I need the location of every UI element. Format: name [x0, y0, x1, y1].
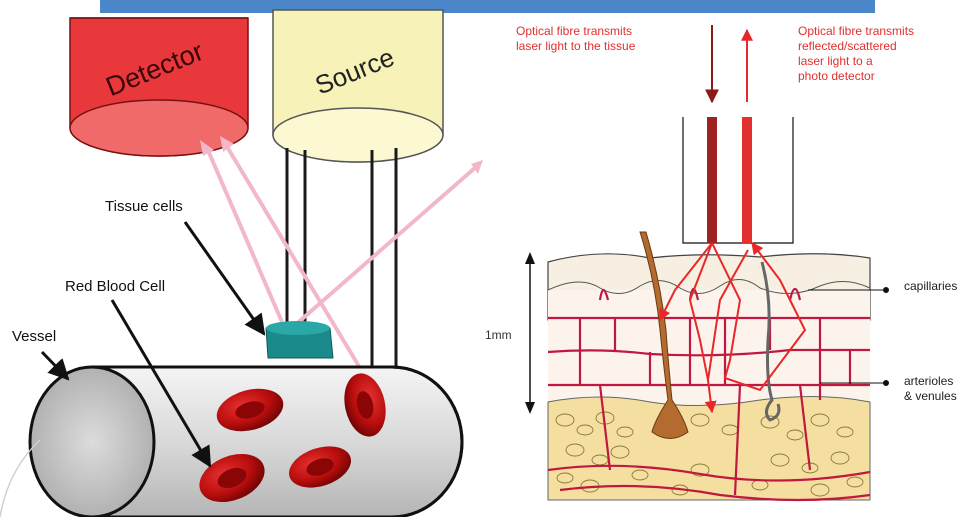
detector-cylinder: Detector — [70, 18, 248, 156]
header-bar — [100, 0, 875, 13]
capillaries-label: capillaries — [904, 279, 957, 293]
fibre-in-caption: Optical fibre transmits laser light to t… — [516, 24, 636, 53]
fibre-out — [742, 117, 752, 243]
vessel-label: Vessel — [12, 328, 56, 345]
vessel-pointer — [42, 352, 68, 379]
depth-label: 1mm — [485, 328, 512, 342]
tissue-cells-label: Tissue cells — [105, 198, 183, 215]
scattered-light-rays — [200, 136, 483, 378]
tissue-cell — [266, 321, 333, 358]
tissue-cells-pointer — [185, 222, 264, 334]
probe-housing — [683, 117, 793, 243]
source-cylinder: Source — [273, 10, 443, 162]
fibre-out-caption: Optical fibre transmits reflected/scatte… — [798, 24, 917, 83]
arterioles-label: arterioles & venules — [904, 374, 957, 403]
skin-cross-section — [548, 232, 870, 500]
fibre-in — [707, 117, 717, 243]
red-blood-cell-label: Red Blood Cell — [65, 278, 165, 295]
